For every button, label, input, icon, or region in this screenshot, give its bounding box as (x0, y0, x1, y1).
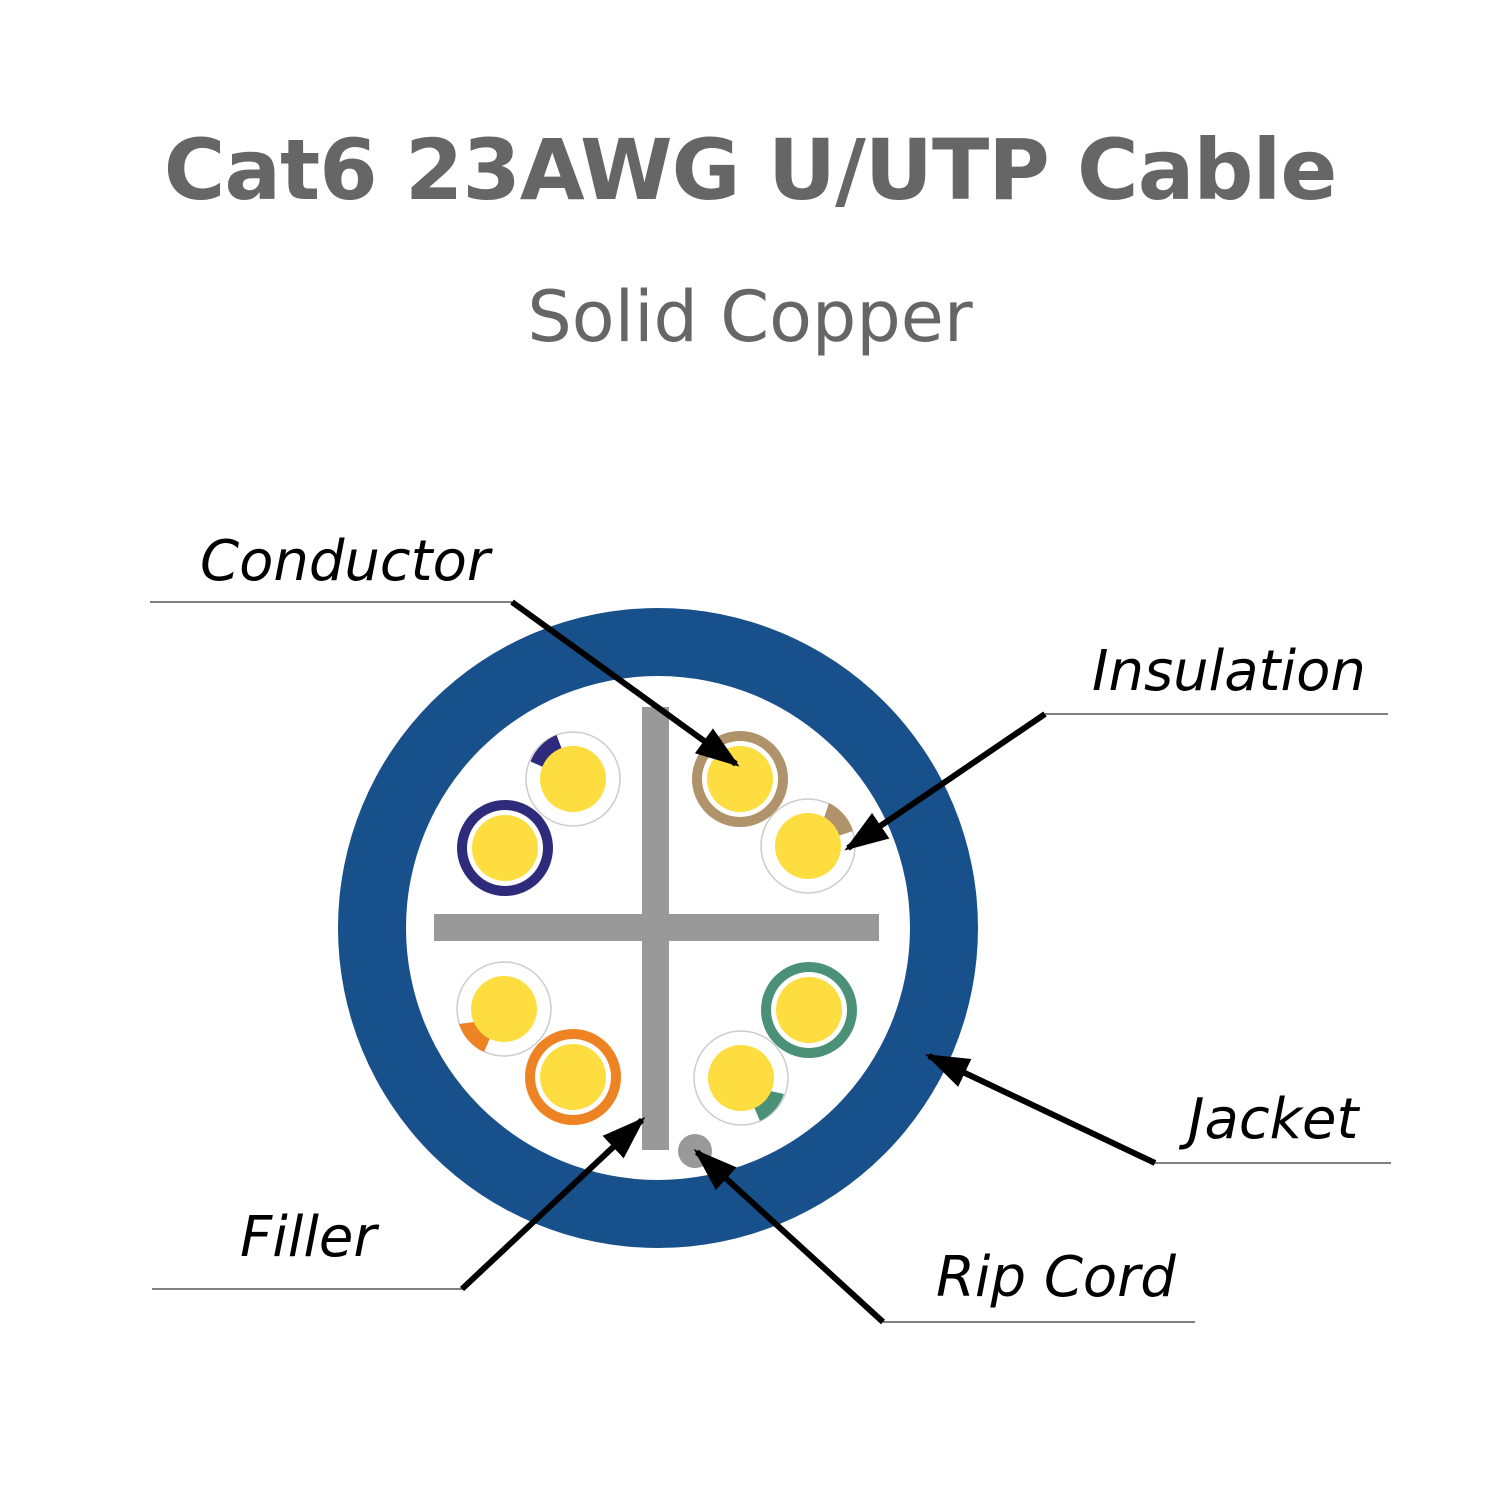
label-conductor: Conductor (200, 529, 493, 594)
arrow-filler (459, 1116, 646, 1292)
conductor (708, 1045, 774, 1111)
wire-green-stripe (693, 1030, 789, 1126)
arrow-rip-cord (693, 1149, 886, 1325)
label-filler: Filler (240, 1205, 379, 1270)
label-insulation: Insulation (1092, 639, 1366, 704)
callout-insulation: Insulation (844, 639, 1388, 851)
callout-jacket: Jacket (925, 1053, 1391, 1166)
wire-blue-stripe (525, 731, 621, 827)
wire-pair-orange (456, 961, 621, 1125)
wire-orange-solid (525, 1029, 621, 1125)
wire-orange-stripe (456, 961, 552, 1057)
wire-blue-solid (457, 800, 553, 896)
page-title: Cat6 23AWG U/UTP Cable (163, 121, 1338, 219)
callout-filler: Filler (152, 1116, 646, 1292)
conductor (775, 813, 841, 879)
conductor (707, 746, 773, 812)
page-subtitle: Solid Copper (527, 276, 973, 358)
conductor (540, 1044, 606, 1110)
wire-pair-blue (457, 731, 621, 896)
conductor (471, 976, 537, 1042)
conductor (540, 746, 606, 812)
arrow-insulation (844, 711, 1047, 851)
arrow-conductor (510, 599, 740, 767)
arrow-jacket (925, 1053, 1157, 1166)
label-jacket: Jacket (1178, 1087, 1361, 1152)
conductor (472, 815, 538, 881)
callout-rip-cord: Rip Cord (693, 1149, 1195, 1325)
label-rip-cord: Rip Cord (936, 1245, 1176, 1310)
wire-pair-green (693, 962, 857, 1126)
wire-green-solid (761, 962, 857, 1058)
wire-brown-stripe (760, 798, 856, 894)
callout-conductor: Conductor (150, 529, 740, 767)
filler-horizontal-bar (434, 914, 879, 941)
filler-separator (434, 707, 879, 1150)
conductor (776, 977, 842, 1043)
